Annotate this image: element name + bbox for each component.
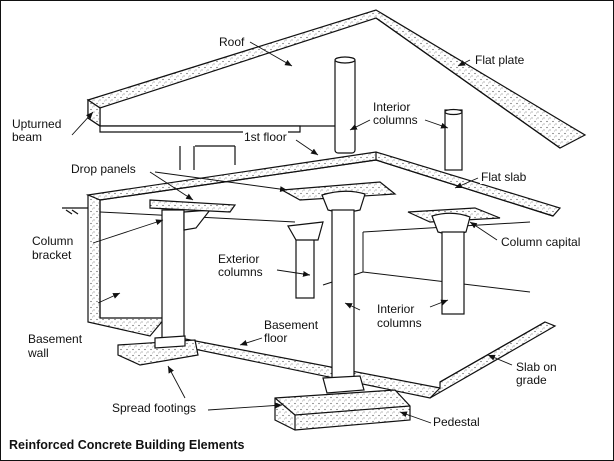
label-column-bracket-line1: Column (31, 234, 75, 248)
label-pedestal: Pedestal (432, 415, 481, 429)
label-basement-wall-line2: wall (27, 346, 50, 360)
exterior-column (287, 221, 324, 299)
label-interior-columns-bottom-line1: Interior (376, 302, 416, 316)
label-flat-plate: Flat plate (474, 53, 526, 67)
label-basement-wall-line1: Basement (27, 332, 84, 346)
label-column-capital: Column capital (500, 235, 582, 249)
slab-on-grade (168, 321, 557, 399)
center-interior-column (274, 181, 411, 431)
label-interior-columns-bottom-line2: columns (376, 316, 423, 330)
upper-interior-columns (179, 56, 463, 171)
label-first-floor: 1st floor (243, 130, 288, 144)
label-slab-on-grade-line2: grade (515, 373, 548, 387)
figure-caption: Reinforced Concrete Building Elements (7, 438, 247, 452)
label-slab-on-grade-line1: Slab on (515, 360, 558, 374)
label-upturned-beam-line1: Upturned (11, 117, 63, 131)
label-flat-slab: Flat slab (480, 170, 528, 184)
label-spread-footings: Spread footings (111, 401, 198, 415)
label-exterior-columns-line2: columns (217, 265, 264, 279)
label-roof: Roof (218, 35, 246, 49)
leader-lines (71, 41, 513, 424)
label-interior-columns-top-line2: columns (372, 113, 419, 127)
label-upturned-beam-line2: beam (11, 130, 44, 144)
column-bracket-column (117, 199, 237, 366)
label-drop-panels: Drop panels (70, 162, 137, 176)
right-interior-column (407, 207, 501, 315)
label-exterior-columns-line1: Exterior (217, 252, 261, 266)
basement-wall (62, 194, 167, 337)
label-interior-columns-top-line1: Interior (372, 100, 412, 114)
label-basement-floor-line2: floor (263, 331, 289, 345)
label-basement-floor-line1: Basement (263, 318, 320, 332)
upturned-beam (87, 98, 301, 133)
label-column-bracket-line2: bracket (31, 248, 73, 262)
